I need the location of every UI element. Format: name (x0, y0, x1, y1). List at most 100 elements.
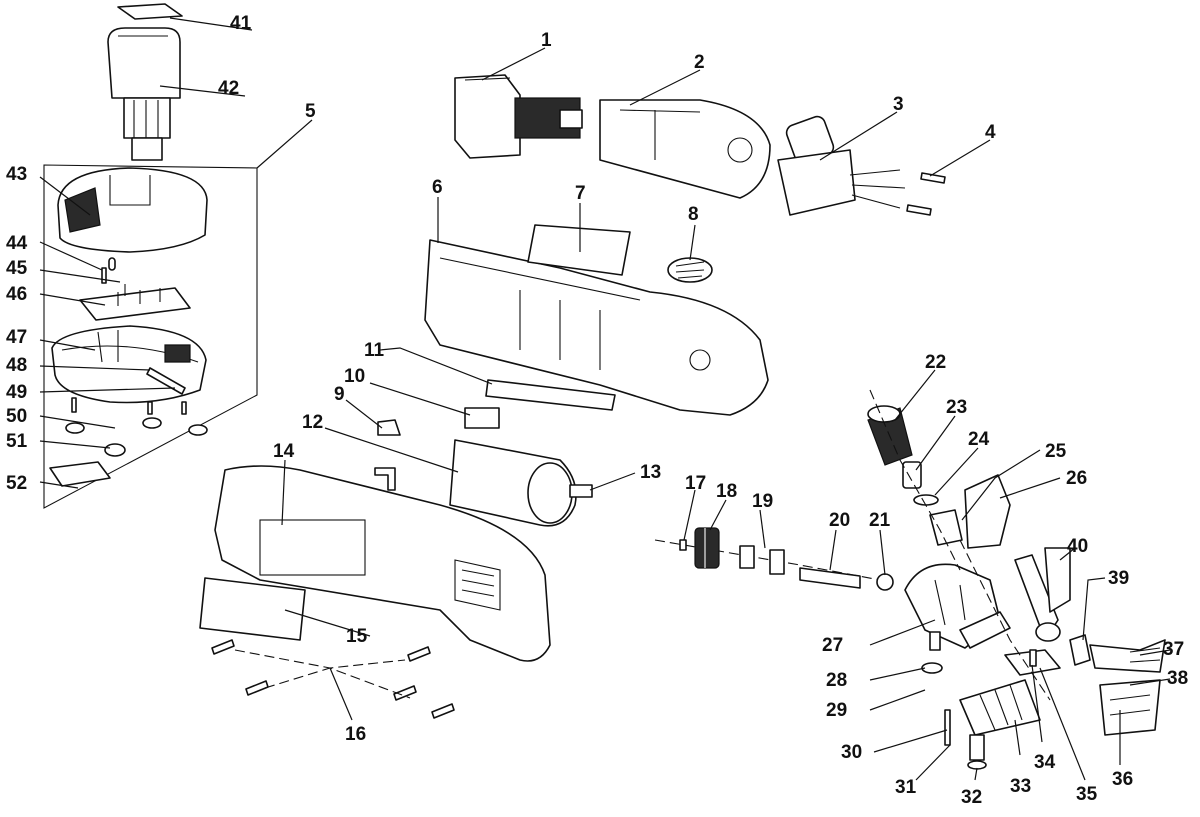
motor (449, 439, 593, 527)
assembled-battery (454, 74, 583, 159)
drive-lever (1014, 554, 1061, 642)
callout-24: 24 (968, 429, 990, 450)
motor-bracket (374, 467, 396, 491)
callout-32: 32 (961, 787, 982, 808)
callout-numbers: 41 42 5 43 44 45 46 47 48 49 50 51 52 1 … (6, 13, 1188, 808)
callout-50: 50 (6, 406, 27, 427)
head-casting (904, 563, 1011, 649)
charger-frame (43, 164, 258, 509)
callout-16: 16 (345, 724, 366, 745)
callout-7: 7 (575, 183, 586, 204)
housing-screws (211, 639, 455, 719)
blade-screws (906, 172, 946, 216)
charger-label (49, 461, 111, 487)
tension-washer (967, 760, 987, 770)
lever-plate (1044, 547, 1071, 613)
callout-19: 19 (752, 491, 773, 512)
assembled-housing (599, 99, 771, 199)
eccentric-shaft (799, 567, 861, 589)
head-axis-1 (869, 389, 961, 571)
callout-25: 25 (1045, 441, 1067, 462)
callout-18: 18 (716, 481, 737, 502)
circlip (679, 539, 687, 551)
callout-48: 48 (6, 355, 27, 376)
comb-blade (959, 679, 1041, 736)
callout-26: 26 (1066, 468, 1087, 489)
charger-led (108, 257, 116, 271)
callout-52: 52 (6, 473, 27, 494)
head-screw (1029, 649, 1037, 667)
callout-39: 39 (1108, 568, 1129, 589)
callout-12: 12 (302, 412, 323, 433)
callout-43: 43 (6, 164, 27, 185)
base-screw (71, 397, 77, 413)
callout-10: 10 (344, 366, 365, 387)
callout-31: 31 (895, 777, 917, 798)
callout-4: 4 (985, 122, 996, 143)
battery-cap (117, 3, 183, 20)
switch-clip (377, 419, 401, 436)
washer (921, 662, 943, 674)
callout-34: 34 (1034, 752, 1056, 773)
assembled-clipper-head (777, 115, 906, 216)
bearings (739, 545, 785, 575)
callout-46: 46 (6, 284, 27, 305)
callout-28: 28 (826, 670, 847, 691)
upper-housing-shell (424, 239, 769, 416)
switch-bracket (485, 379, 616, 411)
charger-screw (101, 267, 107, 284)
charger-top-cover (57, 167, 208, 253)
callout-11: 11 (364, 340, 385, 361)
callout-21: 21 (869, 510, 891, 531)
callout-5: 5 (305, 101, 316, 122)
callout-17: 17 (685, 473, 706, 494)
callout-40: 40 (1067, 536, 1088, 557)
callout-36: 36 (1112, 769, 1133, 790)
callout-35: 35 (1076, 784, 1098, 805)
callout-23: 23 (946, 397, 967, 418)
callout-15: 15 (346, 626, 368, 647)
circuit-board (79, 287, 191, 321)
tension-screw (969, 734, 985, 761)
callout-13: 13 (640, 462, 661, 483)
o-ring (913, 494, 939, 506)
callout-3: 3 (893, 94, 904, 115)
lower-label (199, 577, 306, 641)
head-cover (964, 474, 1011, 549)
shaft-ball (876, 573, 894, 591)
callout-42: 42 (218, 78, 239, 99)
upper-label (527, 224, 631, 276)
callout-44: 44 (6, 233, 28, 254)
tension-nut (929, 509, 963, 546)
drive-gear (694, 527, 720, 569)
callout-38: 38 (1167, 668, 1188, 689)
callout-41: 41 (230, 13, 252, 34)
callout-14: 14 (273, 441, 295, 462)
callout-30: 30 (841, 742, 862, 763)
pivot-pin (929, 631, 941, 651)
callout-27: 27 (822, 635, 843, 656)
lever-washer (1069, 634, 1091, 666)
comb (1099, 679, 1161, 736)
head-axis-2 (959, 539, 1051, 701)
rubber-foot-51 (104, 443, 126, 457)
guide-pin (944, 709, 951, 746)
callout-37: 37 (1163, 639, 1184, 660)
callout-20: 20 (829, 510, 850, 531)
charger-cable (146, 367, 186, 395)
callout-8: 8 (688, 204, 699, 225)
callout-33: 33 (1010, 776, 1031, 797)
leader-lines (39, 17, 1171, 781)
callout-22: 22 (925, 352, 946, 373)
callout-6: 6 (432, 177, 443, 198)
callout-29: 29 (826, 700, 847, 721)
switch-button (667, 257, 713, 283)
micro-switch (464, 407, 500, 429)
callout-49: 49 (6, 382, 27, 403)
cutter (1089, 639, 1166, 673)
battery-pack (107, 27, 181, 161)
callout-47: 47 (6, 327, 27, 348)
callout-9: 9 (334, 384, 345, 405)
callout-2: 2 (694, 52, 705, 73)
